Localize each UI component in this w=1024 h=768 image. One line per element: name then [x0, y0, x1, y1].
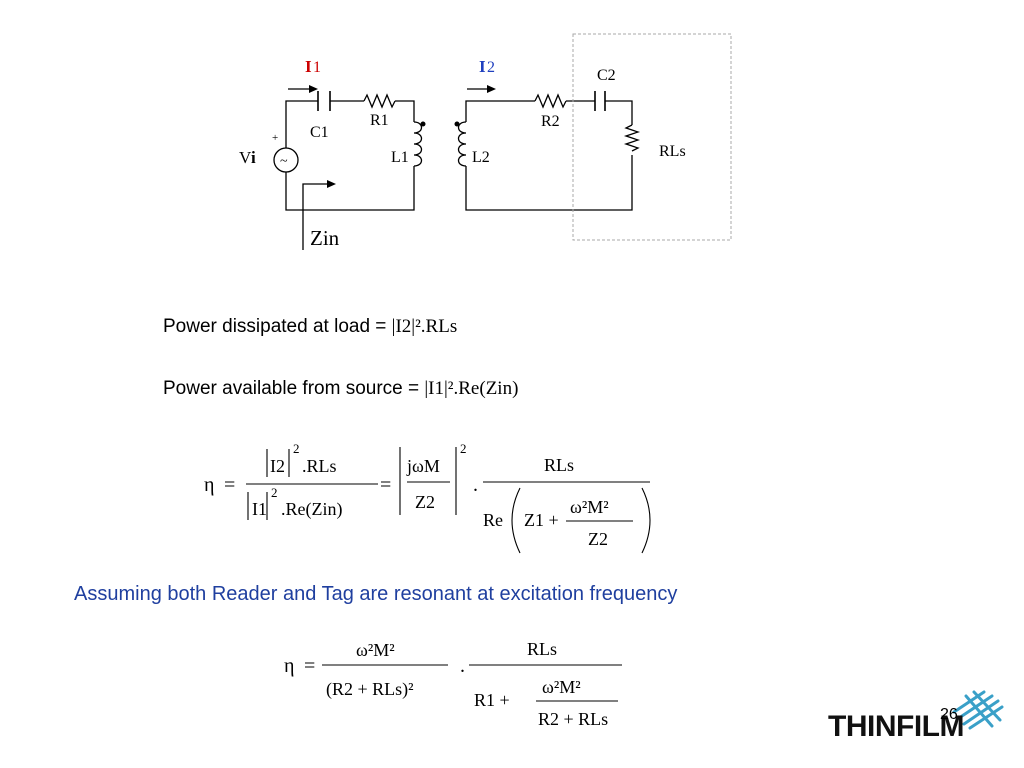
eq1-num-sq: 2 [293, 441, 300, 456]
resonance-assumption: Assuming both Reader and Tag are resonan… [74, 583, 678, 605]
eq1-inner-den: Z2 [588, 529, 608, 549]
power-load-expr: |I2|².RLs [391, 316, 458, 337]
eq1-dot: . [473, 474, 478, 496]
eq1-equals-2: = [380, 474, 391, 496]
eq1-z2: Z2 [415, 492, 435, 512]
eq1-num-rls: .RLs [302, 456, 337, 476]
power-source-statement: Power available from source = |I1|².Re(Z… [163, 378, 518, 400]
power-load-text: Power dissipated at load = [163, 316, 392, 337]
r1-label: R1 [370, 112, 389, 129]
zin-label: Zin [310, 226, 340, 250]
eq2-dot: . [460, 655, 465, 677]
eq1-num-i2: I2 [270, 456, 285, 476]
power-source-text: Power available from source = [163, 378, 425, 399]
page-number: 26 [940, 706, 958, 723]
eq2-equals: = [304, 655, 315, 677]
eq2-num2: RLs [527, 639, 557, 659]
eq1-abs-sq: 2 [460, 441, 467, 456]
circuit-diagram: I 1 I 2 C1 R1 L1 L2 R2 C2 RLs + ~ V i Zi… [239, 33, 732, 250]
logo-text: THINFILM [828, 710, 964, 743]
power-source-expr: |I1|².Re(Zin) [424, 378, 519, 399]
efficiency-equation-resonant: η = ω²M² (R2 + RLs)² . RLs R1 + ω²M² R2 … [284, 639, 622, 729]
eq1-den-sq: 2 [271, 485, 278, 500]
eq1-z1: Z1 + [524, 510, 559, 530]
current2-index: 2 [487, 59, 495, 76]
eq2-inner-den: R2 + RLs [538, 709, 608, 729]
source-plus: + [272, 132, 278, 144]
eq2-inner-num: ω²M² [542, 677, 581, 697]
source-index: i [251, 148, 256, 167]
eq2-eta: η [284, 655, 294, 677]
power-load-statement: Power dissipated at load = |I2|².RLs [163, 316, 457, 338]
source-v: V [239, 148, 252, 167]
thinfilm-mark-icon [952, 690, 1004, 730]
l2-label: L2 [472, 149, 490, 166]
r2-label: R2 [541, 113, 560, 130]
rls-label: RLs [659, 143, 686, 160]
eq2-den2-prefix: R1 + [474, 690, 510, 710]
eq1-den-i1: I1 [252, 499, 267, 519]
thinfilm-logo: THINFILM [828, 690, 1004, 743]
current2-symbol: I [479, 57, 486, 76]
current1-index: 1 [313, 59, 321, 76]
eq1-eta: η [204, 474, 214, 496]
c2-label: C2 [597, 67, 616, 84]
l1-label: L1 [391, 149, 409, 166]
eq1-equals: = [224, 474, 235, 496]
source-tilde: ~ [280, 154, 288, 169]
c1-label: C1 [310, 124, 329, 141]
eq1-den-rezin: .Re(Zin) [281, 499, 342, 520]
eq1-re: Re [483, 510, 503, 530]
eq1-jwm: jωM [406, 456, 440, 476]
eq1-rls: RLs [544, 455, 574, 475]
current1-symbol: I [305, 57, 312, 76]
eq2-num1: ω²M² [356, 640, 395, 660]
efficiency-equation-general: η = I2 2 .RLs I1 2 .Re(Zin) = jωM Z2 2 .… [204, 441, 651, 554]
eq1-inner-num: ω²M² [570, 497, 609, 517]
eq2-den1: (R2 + RLs)² [326, 679, 414, 700]
